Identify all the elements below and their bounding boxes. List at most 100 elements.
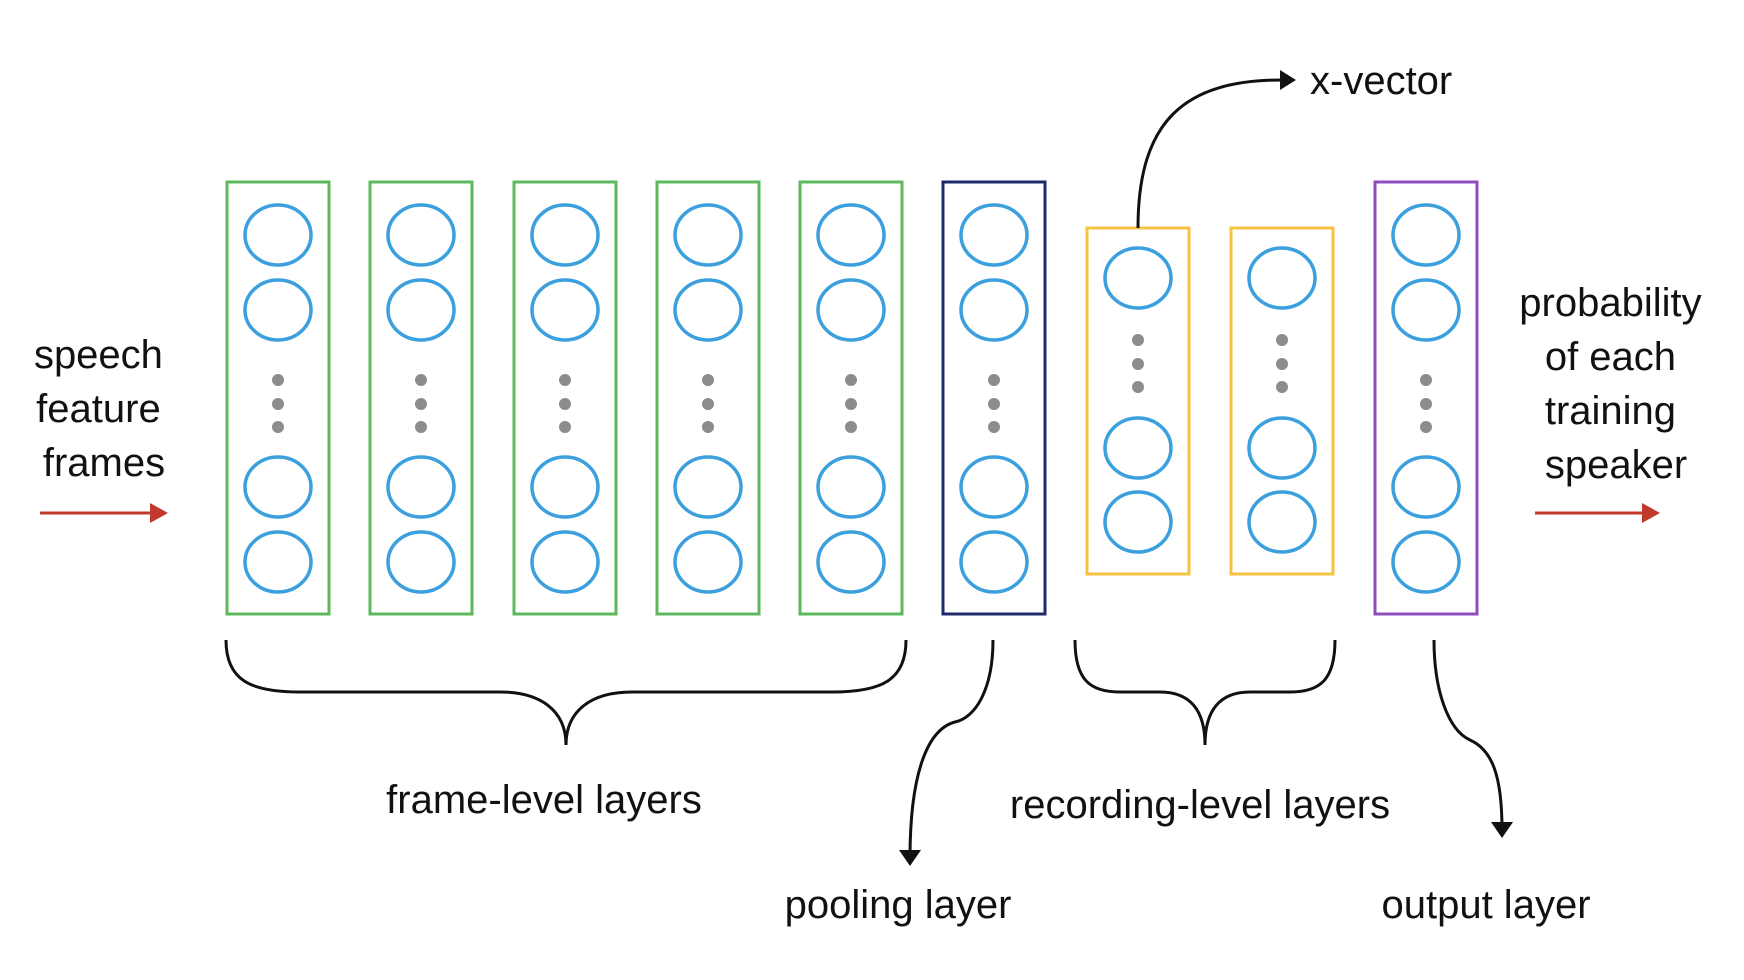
ellipsis-dot	[1276, 334, 1288, 346]
ellipsis-dot	[1420, 374, 1432, 386]
xvector-arrow-head	[1280, 70, 1296, 90]
ellipsis-dot	[845, 421, 857, 433]
neuron-node	[1247, 246, 1317, 310]
ellipsis-dot	[988, 421, 1000, 433]
layer-recording-level-8	[1229, 226, 1335, 576]
neuron-node	[673, 278, 743, 342]
neuron-node	[959, 455, 1029, 519]
layer-frame-level-4	[655, 180, 761, 616]
recording-level-brace-group: recording-level layers	[1010, 639, 1390, 827]
neuron-node	[243, 203, 313, 267]
neuron-node	[673, 203, 743, 267]
ellipsis-dot	[1132, 358, 1144, 370]
layer-box	[1373, 180, 1479, 616]
ellipsis-dot	[559, 398, 571, 410]
ellipsis-dot	[845, 374, 857, 386]
neuron-node	[530, 455, 600, 519]
output-arrow-head	[1642, 503, 1660, 523]
layer-box	[512, 180, 618, 616]
neuron-node	[386, 455, 456, 519]
ellipsis-dot	[415, 374, 427, 386]
neuron-node	[1247, 416, 1317, 480]
ellipsis-dot	[272, 374, 284, 386]
output-layer-label: output layer	[1381, 883, 1590, 927]
layer-box	[655, 180, 761, 616]
output-group: probability of each training speaker	[1519, 281, 1712, 523]
neuron-node	[1391, 278, 1461, 342]
recording-level-label: recording-level layers	[1010, 783, 1390, 827]
ellipsis-dot	[702, 374, 714, 386]
neuron-node	[816, 278, 886, 342]
xvector-annotation: x-vector	[1136, 59, 1452, 229]
output-layer-arrow	[1432, 639, 1504, 831]
layer-output-9	[1373, 180, 1479, 616]
layer-box	[225, 180, 331, 616]
layer-frame-level-3	[512, 180, 618, 616]
input-group: speech feature frames	[34, 333, 174, 523]
ellipsis-dot	[559, 421, 571, 433]
neuron-node	[530, 530, 600, 594]
layer-box	[1085, 226, 1191, 576]
ellipsis-dot	[702, 421, 714, 433]
ellipsis-dot	[1276, 358, 1288, 370]
recording-level-brace	[1073, 639, 1337, 746]
layer-pooling-6	[941, 180, 1047, 616]
neuron-node	[959, 278, 1029, 342]
layer-recording-level-7	[1085, 226, 1191, 576]
frame-level-brace-group: frame-level layers	[224, 639, 908, 822]
ellipsis-dot	[272, 421, 284, 433]
layer-frame-level-5	[798, 180, 904, 616]
ellipsis-dot	[702, 398, 714, 410]
xvector-label: x-vector	[1310, 59, 1452, 103]
layer-box	[798, 180, 904, 616]
neuron-node	[816, 455, 886, 519]
ellipsis-dot	[1132, 334, 1144, 346]
layer-frame-level-2	[368, 180, 474, 616]
pooling-layer-label: pooling layer	[785, 883, 1012, 927]
neuron-node	[243, 278, 313, 342]
neuron-node	[1247, 490, 1317, 554]
neuron-node	[1391, 455, 1461, 519]
input-label: speech feature frames	[34, 333, 174, 485]
layer-columns	[225, 180, 1479, 616]
layer-box	[368, 180, 474, 616]
neuron-node	[386, 278, 456, 342]
neuron-node	[1391, 530, 1461, 594]
neuron-node	[816, 203, 886, 267]
input-arrow-head	[150, 503, 168, 523]
neuron-node	[530, 278, 600, 342]
ellipsis-dot	[559, 374, 571, 386]
layer-frame-level-1	[225, 180, 331, 616]
xvector-arrow	[1136, 78, 1283, 229]
ellipsis-dot	[988, 374, 1000, 386]
pooling-arrow	[908, 639, 995, 859]
neuron-node	[673, 530, 743, 594]
neuron-node	[243, 455, 313, 519]
output-probability-label: probability of each training speaker	[1519, 281, 1712, 487]
ellipsis-dot	[1420, 421, 1432, 433]
ellipsis-dot	[415, 421, 427, 433]
neuron-node	[530, 203, 600, 267]
neuron-node	[1103, 490, 1173, 554]
ellipsis-dot	[272, 398, 284, 410]
neuron-node	[243, 530, 313, 594]
ellipsis-dot	[845, 398, 857, 410]
ellipsis-dot	[1420, 398, 1432, 410]
layer-box	[1229, 226, 1335, 576]
output-layer-arrow-head	[1491, 822, 1513, 838]
neuron-node	[386, 530, 456, 594]
neuron-node	[673, 455, 743, 519]
pooling-arrow-head	[899, 850, 921, 866]
frame-level-label: frame-level layers	[386, 778, 702, 822]
neuron-node	[816, 530, 886, 594]
ellipsis-dot	[1132, 381, 1144, 393]
neuron-node	[1391, 203, 1461, 267]
neuron-node	[959, 203, 1029, 267]
output-layer-annotation: output layer	[1381, 639, 1591, 927]
ellipsis-dot	[1276, 381, 1288, 393]
neuron-node	[1103, 246, 1173, 310]
layer-box	[941, 180, 1047, 616]
neuron-node	[959, 530, 1029, 594]
ellipsis-dot	[415, 398, 427, 410]
